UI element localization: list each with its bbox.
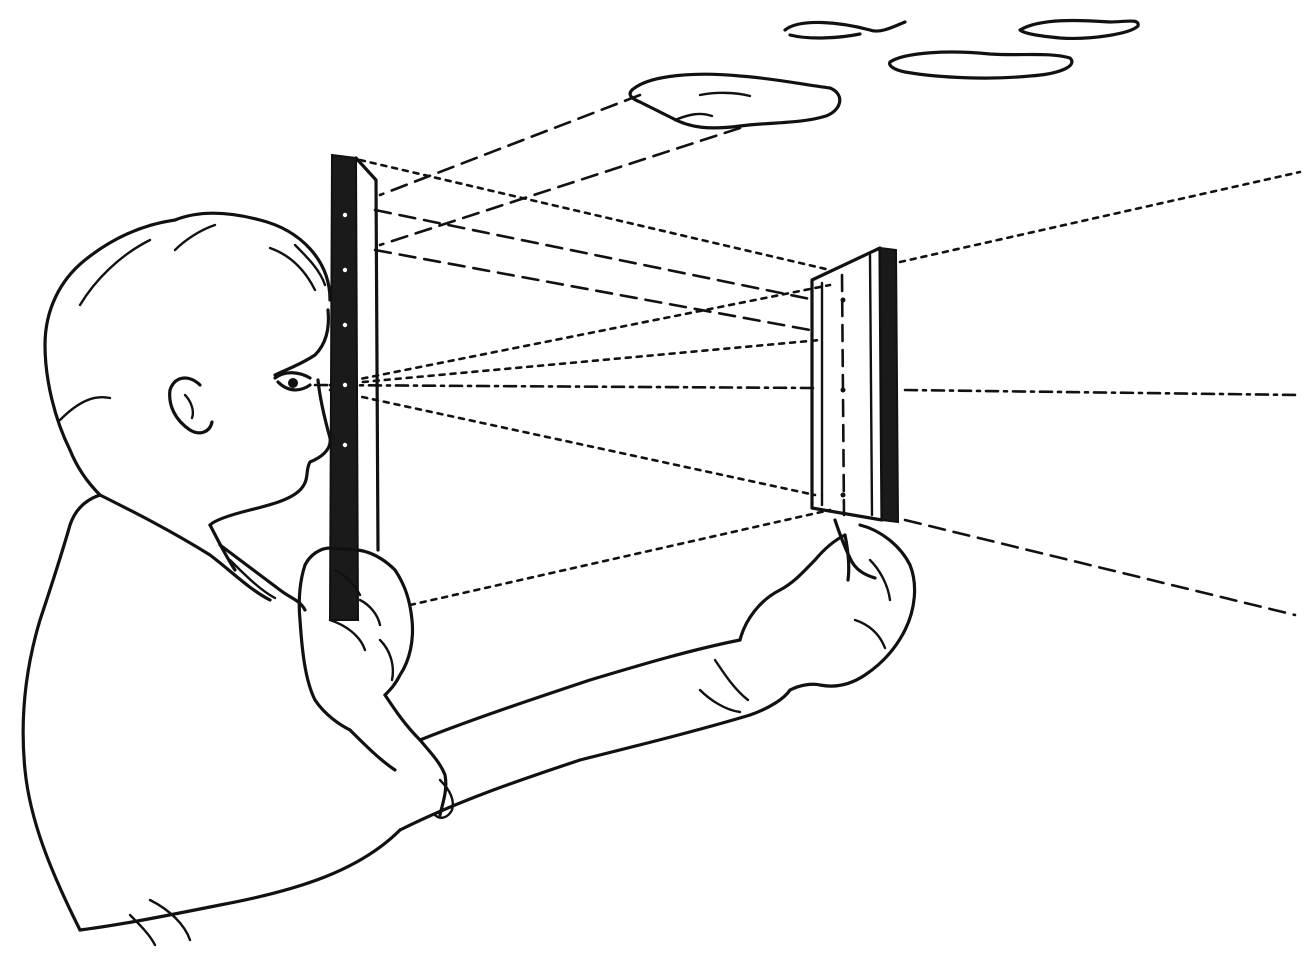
far-ruler — [812, 248, 898, 522]
cloud-far — [785, 20, 1138, 78]
eye — [275, 373, 310, 390]
person-head — [45, 213, 330, 570]
person-body — [23, 495, 914, 945]
sight-lines — [315, 95, 1300, 615]
cloud-near — [630, 74, 840, 128]
